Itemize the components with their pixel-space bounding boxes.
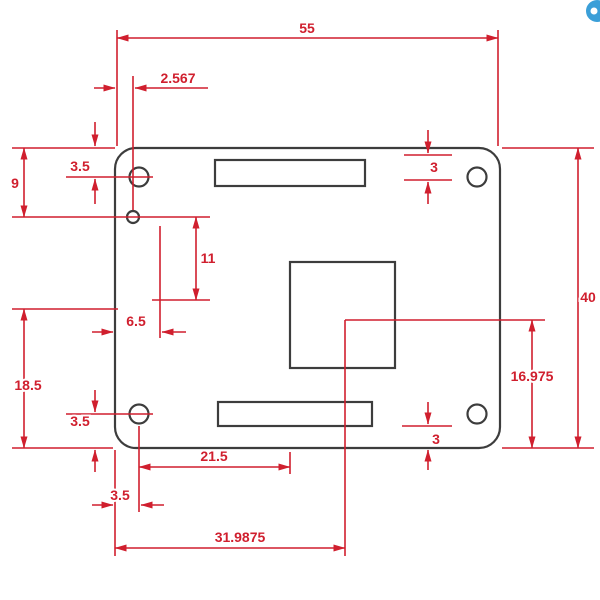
board-outline-group	[113, 146, 502, 450]
dimension-labels: 55 2.567 3.5 9 3 40 11 6.5 18.5 16.975 3…	[9, 18, 598, 547]
dim-label-lower-left: 18.5	[14, 377, 41, 393]
dim-label-pilot-to-feature: 11	[201, 250, 216, 266]
watermark-glyph	[590, 7, 598, 15]
dim-label-chip-from-bottom: 16.975	[511, 368, 554, 384]
dim-label-pilot-from-top: 9	[11, 175, 19, 191]
outside-arrows	[91, 84, 432, 509]
dim-label-pilot-offset: 2.567	[160, 70, 195, 86]
dim-label-top-hole: 3.5	[70, 158, 90, 174]
dim-label-feature-offset: 6.5	[126, 313, 146, 329]
bottom-connector	[216, 400, 374, 428]
mounting-hole-top-right	[466, 166, 488, 188]
watermark-logo	[586, 0, 600, 22]
mounting-hole-bottom-right	[466, 403, 488, 425]
dim-label-overall-width: 55	[299, 20, 315, 36]
dim-label-bottom-right: 3	[432, 431, 440, 447]
top-connector	[213, 158, 367, 188]
dim-label-bottom-hole: 3.5	[70, 413, 90, 429]
dim-label-overall-height: 40	[580, 289, 596, 305]
dim-label-top-right: 3	[430, 159, 438, 175]
chip	[288, 260, 397, 370]
dim-label-bottom-hole-x: 3.5	[110, 487, 130, 503]
dim-label-chip-center-x: 31.9875	[215, 529, 266, 545]
dimension-lines	[20, 34, 582, 552]
dim-label-hole-to-chip: 21.5	[200, 448, 227, 464]
